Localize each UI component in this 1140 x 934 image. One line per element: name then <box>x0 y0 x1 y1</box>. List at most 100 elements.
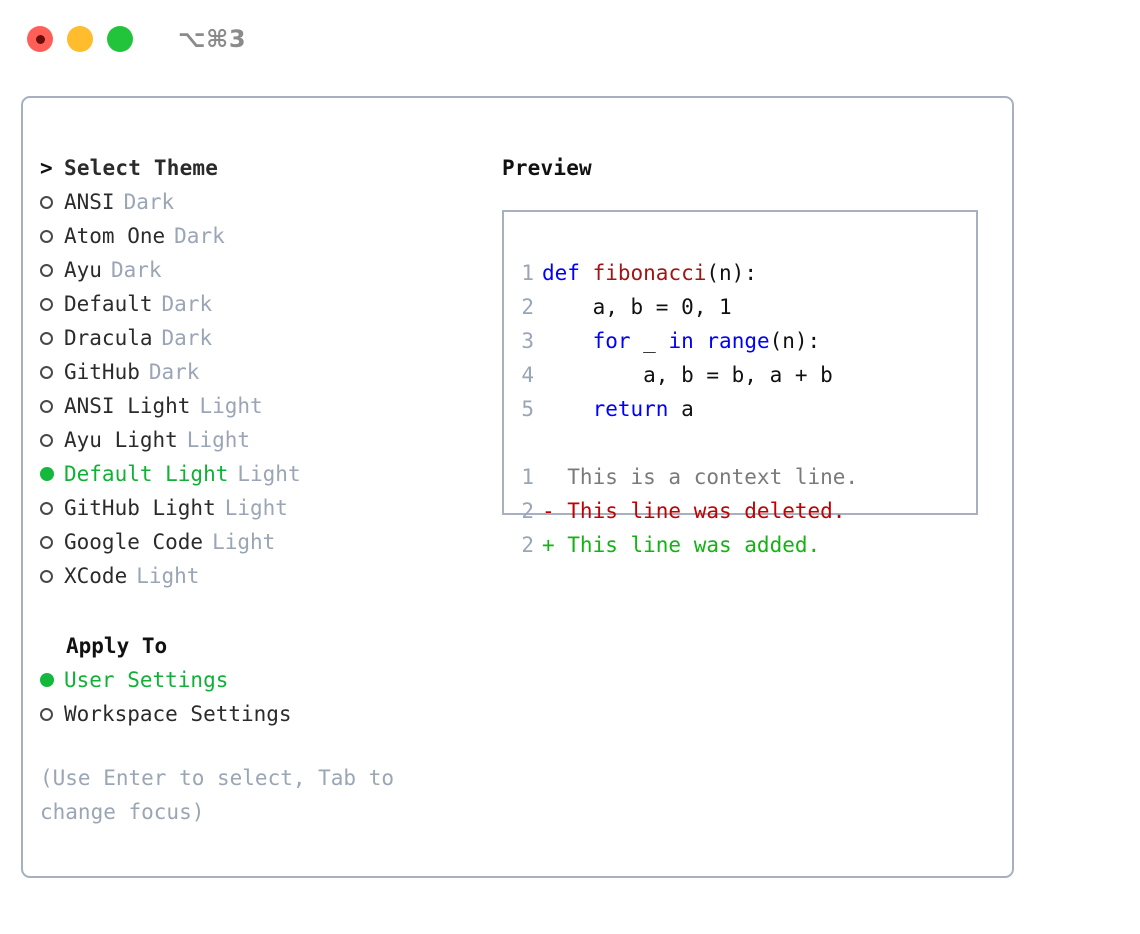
theme-variant-badge: Light <box>136 564 200 588</box>
code-token: a, b = b, a + b <box>542 363 833 387</box>
code-line: 4 a, b = b, a + b <box>504 358 976 392</box>
radio-unselected-icon[interactable] <box>40 355 64 389</box>
theme-name: Default Light <box>64 462 229 486</box>
theme-variant-badge: Dark <box>148 360 200 384</box>
line-number: 5 <box>521 397 534 421</box>
code-token <box>542 397 593 421</box>
apply-to-option[interactable]: Workspace Settings <box>40 697 490 731</box>
theme-variant-badge: Dark <box>110 258 162 282</box>
diff-sample: 1 This is a context line. 2 - This line wa… <box>504 460 976 562</box>
code-token: (n): <box>706 261 757 285</box>
radio-unselected-icon[interactable] <box>40 697 64 731</box>
radio-unselected-icon[interactable] <box>40 525 64 559</box>
radio-unselected-icon[interactable] <box>40 559 64 593</box>
code-token <box>694 329 707 353</box>
radio-unselected-icon[interactable] <box>40 253 64 287</box>
code-line: 3 for _ in range(n): <box>504 324 976 358</box>
code-text: for _ in range(n): <box>542 324 821 358</box>
radio-selected-icon[interactable] <box>40 663 64 697</box>
theme-name: GitHub Light <box>64 496 216 520</box>
preview-spacer <box>504 426 976 460</box>
code-token: range <box>706 329 770 353</box>
code-token: fibonacci <box>592 261 707 285</box>
theme-name: Ayu <box>64 258 102 282</box>
preview-title: Preview <box>502 156 592 180</box>
theme-list-item[interactable]: GitHub Dark <box>40 355 490 389</box>
code-token: return <box>592 397 669 421</box>
radio-unselected-icon[interactable] <box>40 389 64 423</box>
code-token: a, b = 0, 1 <box>542 295 732 319</box>
code-token <box>542 329 593 353</box>
theme-list-item[interactable]: Ayu Light Light <box>40 423 490 457</box>
radio-unselected-icon[interactable] <box>40 219 64 253</box>
radio-unselected-icon[interactable] <box>40 287 64 321</box>
line-number: 1 <box>521 261 534 285</box>
close-light-icon[interactable] <box>27 26 53 52</box>
code-text: a, b = b, a + b <box>542 358 833 392</box>
apply-to-option[interactable]: User Settings <box>40 663 490 697</box>
maximize-light-icon[interactable] <box>107 26 133 52</box>
diff-line: 1 This is a context line. <box>504 460 976 494</box>
theme-list-item[interactable]: ANSI Light Light <box>40 389 490 423</box>
prompt-caret-icon: > <box>40 156 53 180</box>
diff-line-number: 2 <box>521 533 534 557</box>
code-token: a <box>668 397 694 421</box>
apply-to-heading: Apply To <box>40 629 490 663</box>
code-text: return a <box>542 392 694 426</box>
radio-selected-icon[interactable] <box>40 457 64 491</box>
window-controls <box>27 26 133 52</box>
apply-to-label: User Settings <box>64 668 229 692</box>
theme-name: Dracula <box>64 326 153 350</box>
theme-variant-badge: Dark <box>174 224 225 248</box>
diff-text: This is a context line. <box>542 465 859 489</box>
diff-text: - This line was deleted. <box>542 499 846 523</box>
code-token: for <box>592 329 631 353</box>
theme-name: XCode <box>64 564 128 588</box>
theme-name: GitHub <box>64 360 140 384</box>
theme-name: Atom One <box>64 224 166 248</box>
code-token: _ <box>630 329 669 353</box>
radio-unselected-icon[interactable] <box>40 423 64 457</box>
theme-variant-badge: Dark <box>123 190 175 214</box>
line-number: 2 <box>521 295 534 319</box>
diff-line-number: 1 <box>521 465 534 489</box>
diff-line-number: 2 <box>521 499 534 523</box>
theme-list-item[interactable]: Atom One Dark <box>40 219 490 253</box>
theme-variant-badge: Light <box>186 428 251 452</box>
code-token: in <box>668 329 694 353</box>
line-number: 3 <box>521 329 534 353</box>
theme-list-item[interactable]: Ayu Dark <box>40 253 490 287</box>
apply-to-label: Workspace Settings <box>64 702 292 726</box>
code-token: (n): <box>769 329 821 353</box>
radio-unselected-icon[interactable] <box>40 321 64 355</box>
code-line: 5 return a <box>504 392 976 426</box>
select-theme-title: Select Theme <box>64 156 219 180</box>
theme-list-item[interactable]: XCode Light <box>40 559 490 593</box>
diff-line: 2 - This line was deleted. <box>504 494 976 528</box>
keyboard-hint-text: (Use Enter to select, Tab to change focu… <box>40 766 395 824</box>
code-text: a, b = 0, 1 <box>542 290 732 324</box>
theme-name: ANSI Light <box>64 394 191 418</box>
spacer-before-hint <box>40 731 490 761</box>
diff-line: 2+ This line was added. <box>504 528 976 562</box>
theme-variant-badge: Light <box>199 394 263 418</box>
theme-name: Ayu Light <box>64 428 178 452</box>
theme-variant-badge: Dark <box>161 292 213 316</box>
radio-unselected-icon[interactable] <box>40 491 64 525</box>
code-text: def fibonacci(n): <box>542 256 757 290</box>
minimize-light-icon[interactable] <box>67 26 93 52</box>
code-line: 2 a, b = 0, 1 <box>504 290 976 324</box>
radio-unselected-icon[interactable] <box>40 185 64 219</box>
